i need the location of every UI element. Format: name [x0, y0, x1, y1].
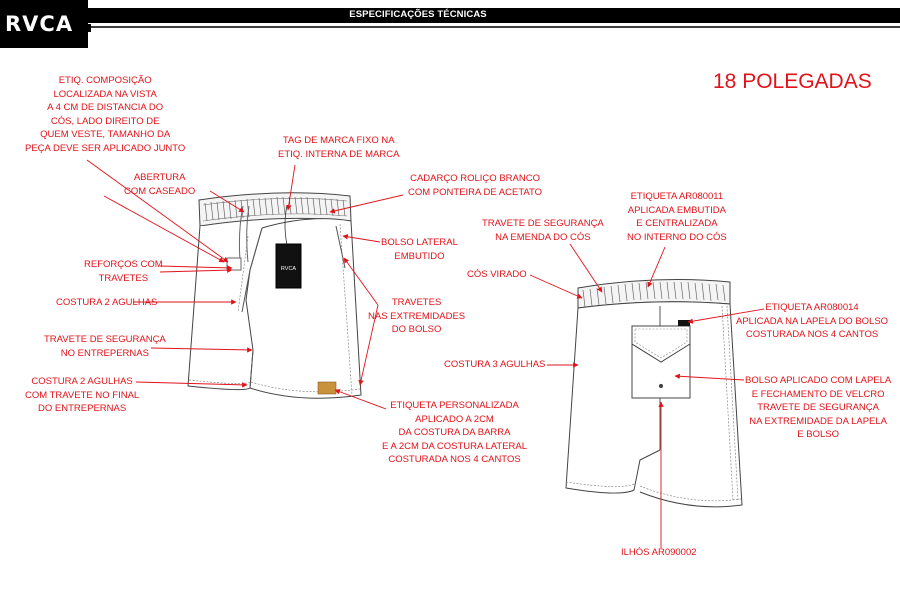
front-shorts — [187, 192, 362, 399]
label-three-needle-stitch: COSTURA 3 AGULHAS — [444, 359, 546, 370]
label-turned-waistband: CÓS VIRADO — [467, 269, 527, 280]
label-brand-tag: TAG DE MARCA FIXO NA ETIQ. INTERNA DE MA… — [278, 135, 400, 160]
label-reinforcements: REFORÇOS COM TRAVETES — [84, 259, 163, 284]
sheet-title: ESPECIFICAÇÕES TÉCNICAS — [349, 9, 487, 20]
label-buttonhole-opening: ABERTURA COM CASEADO — [124, 172, 196, 197]
label-hem-stitch: COSTURA 2 AGULHAS COM TRAVETE NO FINAL D… — [25, 376, 140, 415]
label-side-pocket: BOLSO LATERAL EMBUTIDO — [381, 237, 458, 262]
label-flap-label: ETIQUETA AR080014 APLICADA NA LAPELA DO … — [736, 302, 889, 341]
label-crotch-bartack: TRAVETE DE SEGURANÇA NO ENTREPERNAS — [44, 334, 166, 359]
label-seam-bartack: TRAVETE DE SEGURANÇA NA EMENDA DO CÓS — [482, 218, 604, 243]
label-two-needle-stitch: COSTURA 2 AGULHAS — [56, 297, 158, 308]
label-drawcord: CADARÇO ROLIÇO BRANCO COM PONTEIRA DE AC… — [408, 173, 543, 198]
label-patch-pocket: BOLSO APLICADO COM LAPELA E FECHAMENTO D… — [745, 375, 892, 441]
flap-label-patch — [678, 320, 690, 326]
size-label: 18 POLEGADAS — [713, 70, 872, 93]
back-shorts — [565, 279, 743, 508]
back-body — [565, 301, 743, 508]
label-composition: ETIQ. COMPOSIÇÃO LOCALIZADA NA VISTA A 4… — [25, 75, 186, 154]
label-pocket-bartacks: TRAVETES NAS EXTREMIDADES DO BOLSO — [368, 297, 466, 336]
header-bar — [0, 0, 900, 32]
label-custom-label: ETIQUETA PERSONALIZADA APLICADO A 2CM DA… — [382, 400, 528, 466]
label-waistband-label: ETIQUETA AR080011 APLICADA EMBUTIDA E CE… — [627, 191, 727, 243]
custom-label-patch — [317, 381, 337, 395]
label-eyelets: ILHÓS AR090002 — [621, 547, 697, 558]
brand-logo: RVCA — [0, 0, 88, 48]
front-body — [187, 218, 362, 399]
logo-text: RVCA — [5, 12, 74, 36]
hang-tag: RVCA — [275, 204, 302, 289]
hang-tag-text: RVCA — [281, 266, 297, 272]
